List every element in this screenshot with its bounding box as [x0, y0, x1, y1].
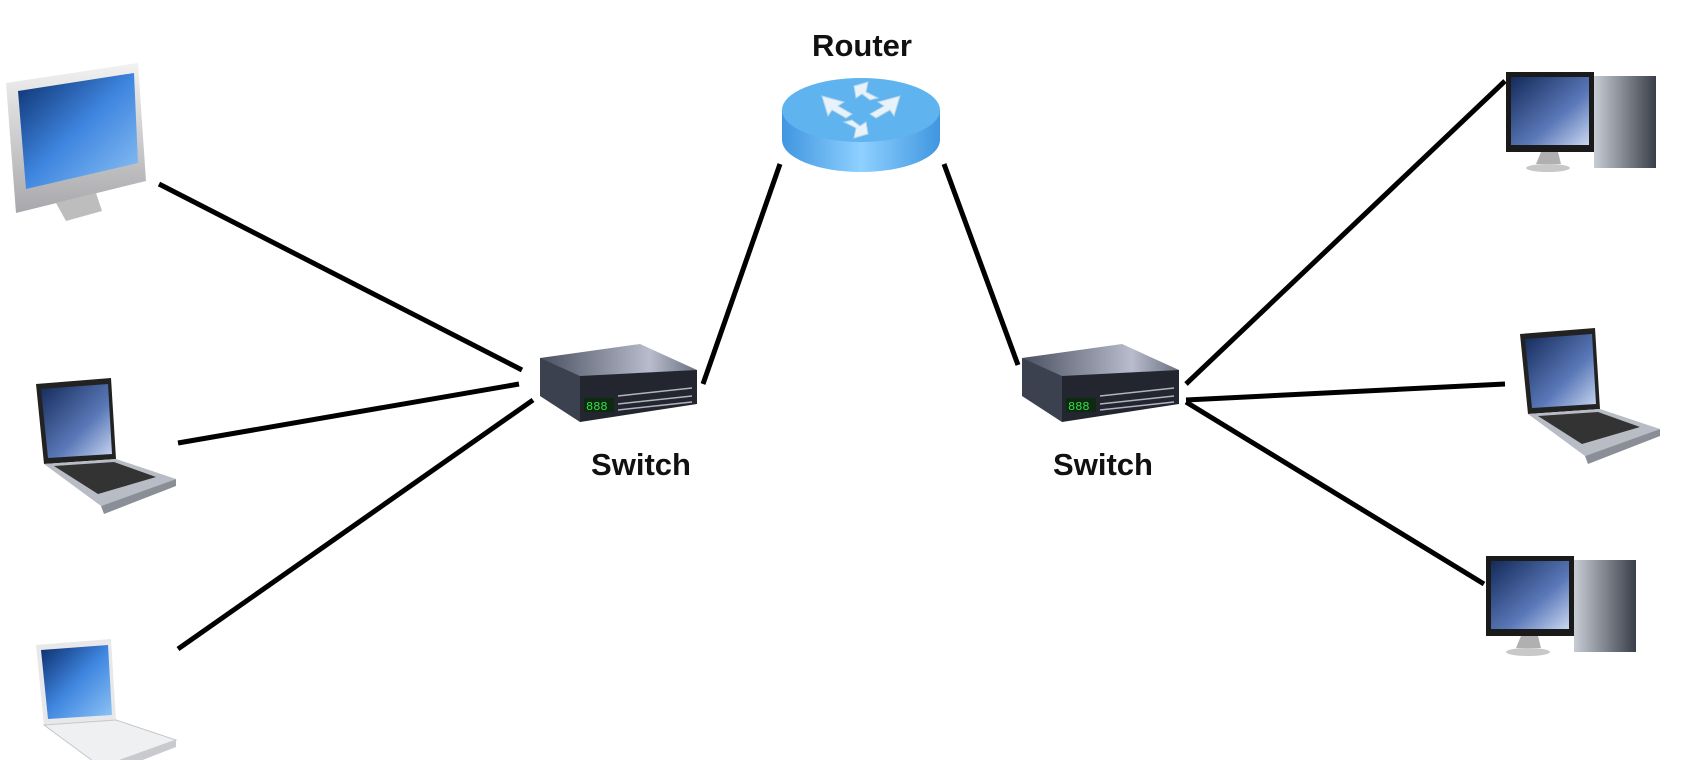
link-switch-desktop-top — [1184, 79, 1507, 386]
link-imac-switch — [157, 181, 524, 373]
desktop-computer-bottom-icon[interactable] — [1486, 556, 1636, 656]
all-in-one-computer-icon[interactable] — [6, 63, 146, 221]
router-label: Router — [812, 28, 912, 63]
links — [157, 79, 1507, 652]
link-router-switch — [941, 163, 1021, 366]
link-laptop-switch — [177, 381, 520, 446]
link-switch-desktop-bottom — [1184, 399, 1486, 587]
link-switch-laptop-right — [1185, 381, 1506, 403]
switch-right-icon[interactable] — [1021, 343, 1180, 423]
switch-right-label: Switch — [1053, 447, 1153, 482]
switch-left-icon[interactable] — [539, 343, 698, 423]
link-switch-router — [700, 163, 783, 385]
desktop-computer-icon[interactable] — [1506, 72, 1656, 172]
laptop-icon[interactable] — [36, 378, 176, 514]
switch-left-label: Switch — [591, 447, 691, 482]
laptop-white-icon[interactable] — [36, 639, 178, 760]
link-laptop-white-switch — [176, 397, 535, 652]
laptop-right-icon[interactable] — [1520, 328, 1660, 464]
router-icon[interactable] — [782, 78, 940, 172]
